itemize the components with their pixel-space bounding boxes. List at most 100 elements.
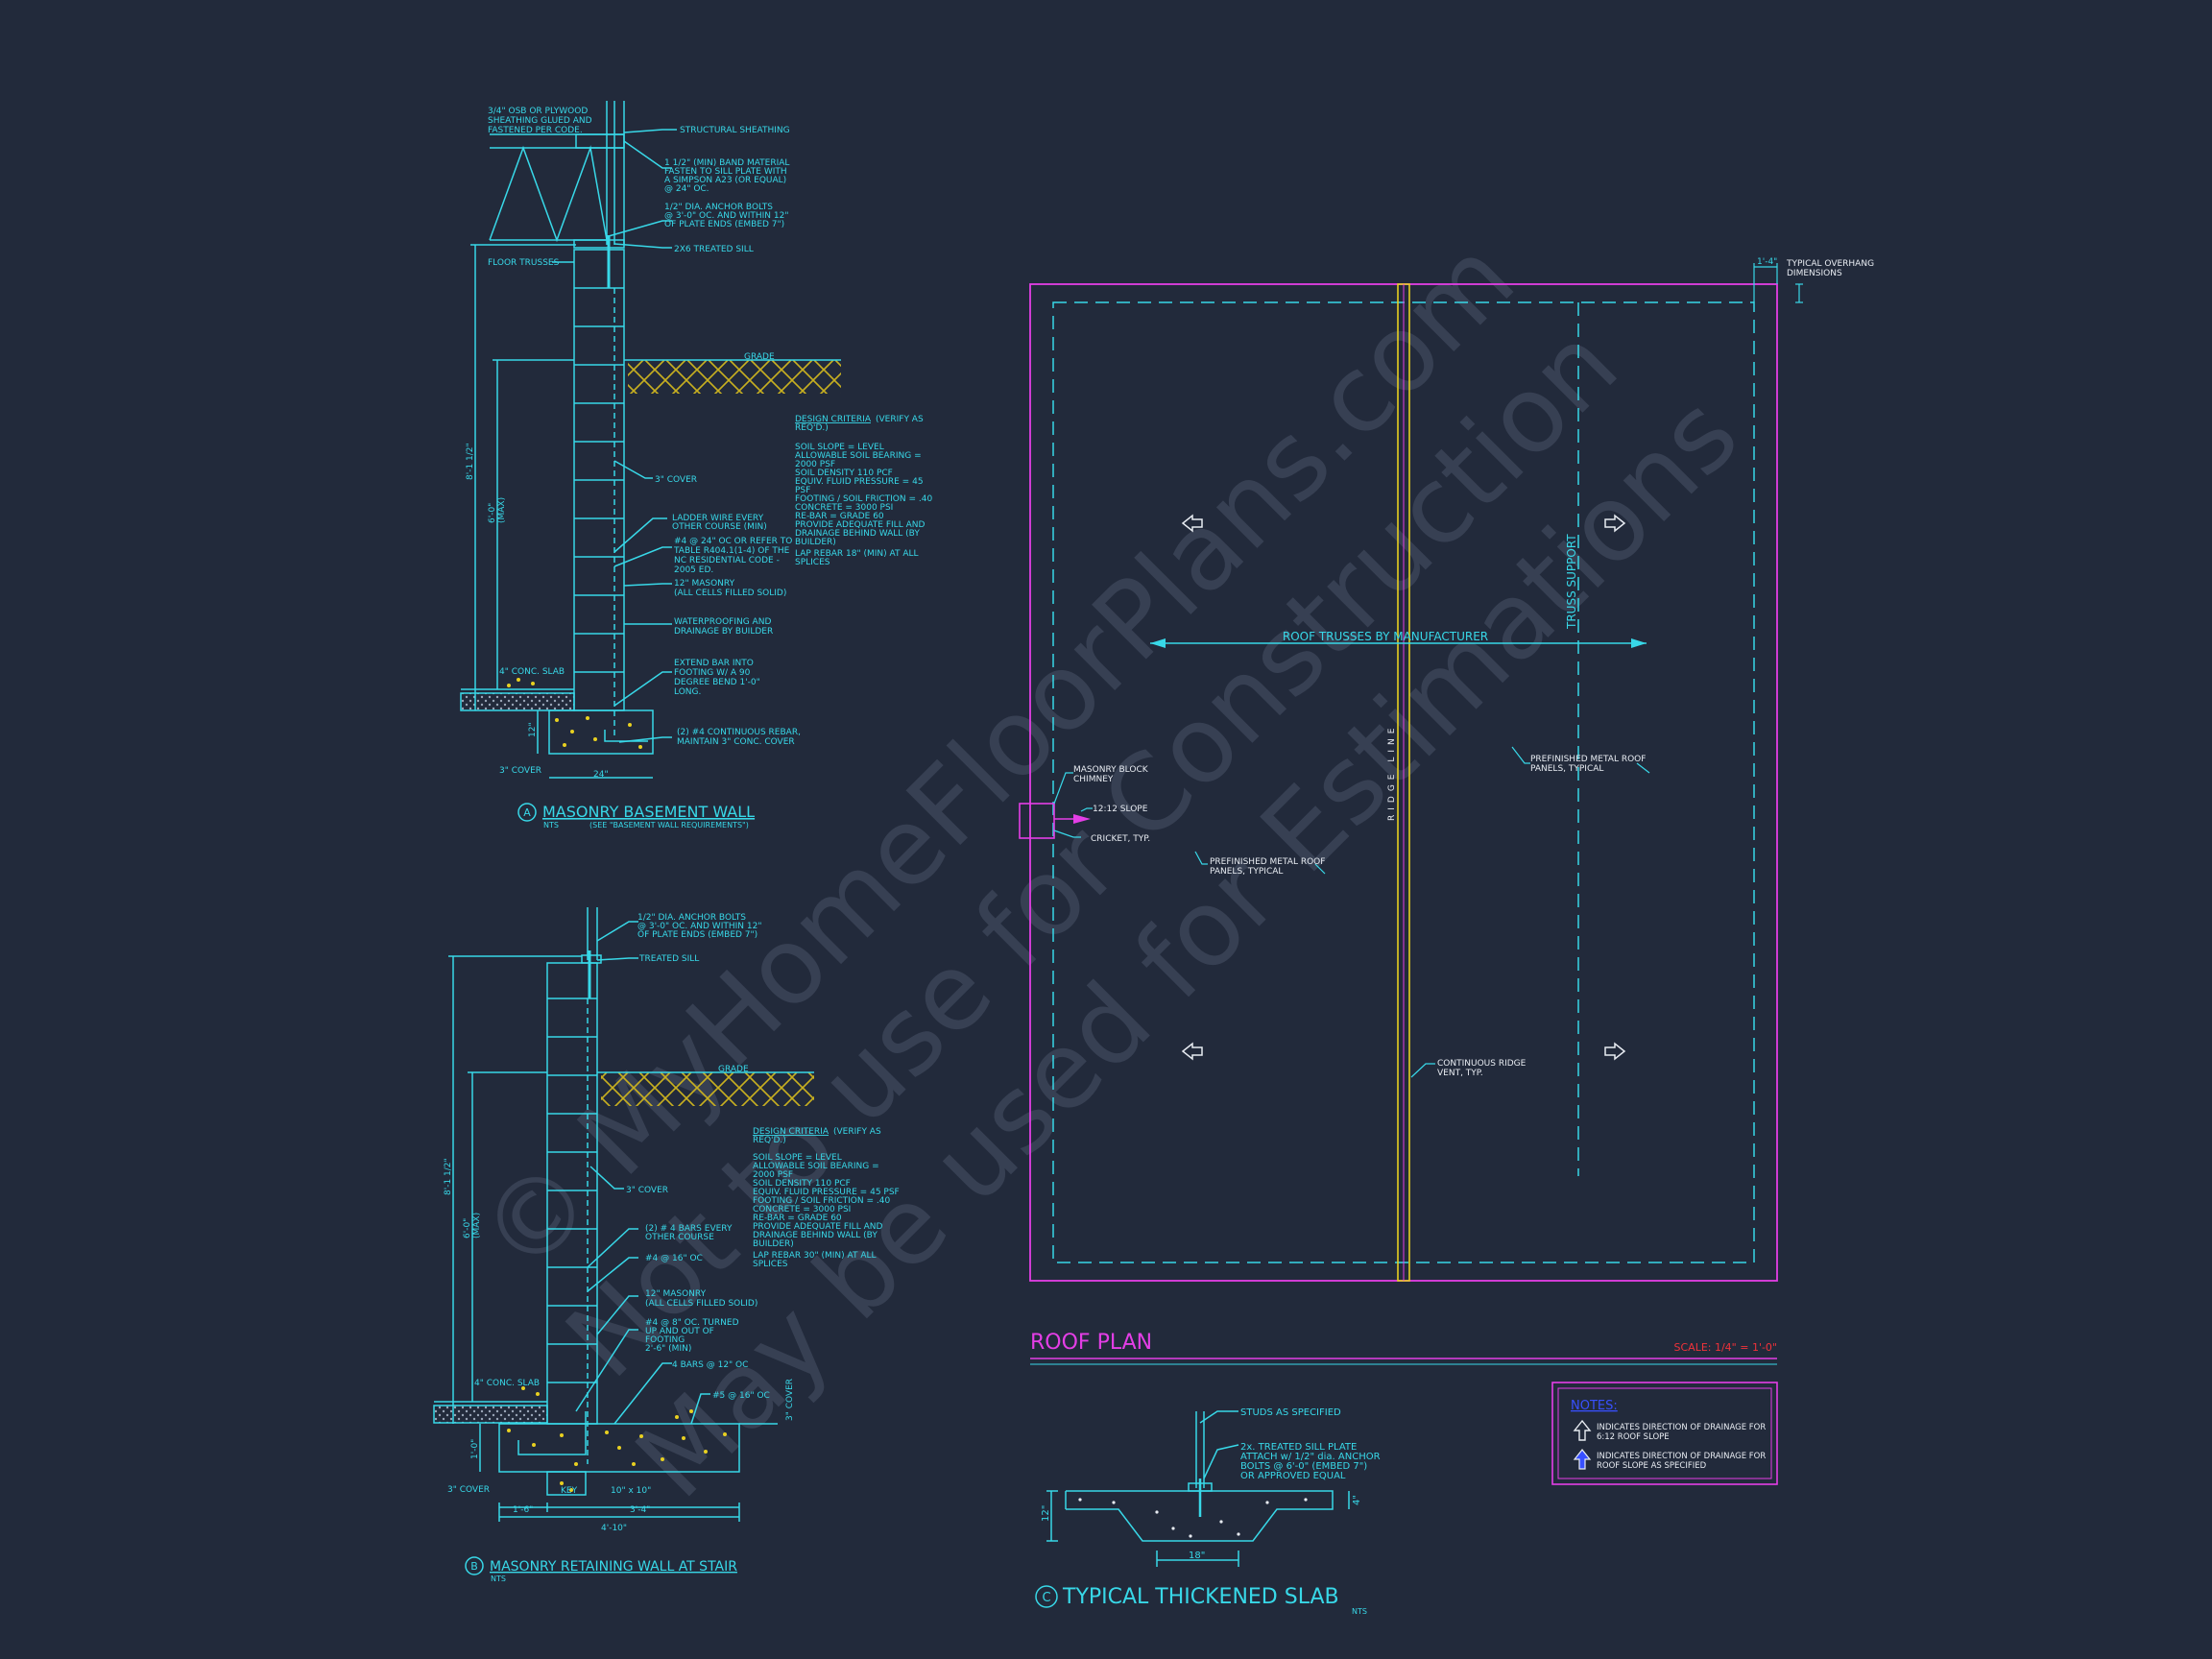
a-rebar-4: 2005 ED. [674,565,713,575]
b-dim-max-2: (MAX) [472,1213,482,1238]
detail-marker-a [517,803,537,822]
b-cover-bottom: 3" COVER [447,1485,490,1495]
a-criteria-3: SOIL DENSITY 110 PCF [795,469,893,478]
b-criteria-4: EQUIV. FLUID PRESSURE = 45 PSF [753,1188,900,1197]
a-bolt-1: 1/2" DIA. ANCHOR BOLTS [664,203,773,212]
b-bars-2: OTHER COURSE [645,1233,714,1242]
b-bolt-1: 1/2" DIA. ANCHOR BOLTS [637,913,746,923]
roof-plan-scale: SCALE: 1/4" = 1'-0" [1674,1341,1778,1354]
detail-marker-b [465,1556,484,1575]
a-grade: GRADE [744,352,775,362]
detail-c-title-block: C TYPICAL THICKENED SLAB NTS [1035,1585,1367,1616]
detail-b-scale: NTS [491,1575,506,1583]
a-wp-2: DRAINAGE BY BUILDER [674,627,773,637]
cricket-arrow-icon [1073,814,1091,824]
c-plate-3: BOLTS @ 6'-0" (EMBED 7") [1240,1461,1367,1472]
note-2-line-1: INDICATES DIRECTION OF DRAINAGE FOR [1597,1452,1766,1461]
b-dim-right: 3'-4" [630,1505,650,1515]
a-cover-bottom: 3" COVER [499,766,541,776]
a-criteria-4: EQUIV. FLUID PRESSURE = 45 [795,477,924,487]
arrow-right-icon [1631,638,1647,648]
detail-b-text: 1/2" DIA. ANCHOR BOLTS @ 3'-0" OC. AND W… [444,913,795,1533]
a-criteria-1: ALLOWABLE SOIL BEARING = [795,451,922,461]
c-plate-2: ATTACH w/ 1/2" dia. ANCHOR [1240,1452,1381,1462]
b-criteria-0: SOIL SLOPE = LEVEL [753,1153,842,1163]
a-trusses: FLOOR TRUSSES [488,258,560,268]
a-cover: 3" COVER [655,475,697,485]
a-dim-max-1: 6'-0" [488,503,497,523]
b-rebar-16: #4 @ 16" OC [645,1254,703,1263]
chimney [1019,803,1055,839]
a-note-1: 3/4" OSB OR PLYWOOD [488,107,588,116]
b-turned-3: FOOTING [645,1335,685,1345]
detail-a-scale: NTS [543,821,559,830]
a-criteria-10: DRAINAGE BEHIND WALL (BY [795,529,920,539]
b-criteria-7: RE-BAR = GRADE 60 [753,1214,842,1223]
a-cont-2: MAINTAIN 3" CONC. COVER [677,737,795,747]
footing-aggregate-a [507,678,642,749]
a-wp-1: WATERPROOFING AND [674,617,771,627]
overhang-dim: 1'-4" [1757,257,1777,267]
b-dim-max-1: 6'-0" [463,1218,472,1238]
footing-aggregate-b [507,1386,727,1492]
b-dim-left: 1'-6" [513,1505,533,1515]
panels-right-1: PREFINISHED METAL ROOF [1530,755,1646,764]
a-criteria-title: DESIGN CRITERIA [795,415,872,424]
a-rebar-3: NC RESIDENTIAL CODE - [674,556,780,565]
a-rebar-2: TABLE R404.1(1-4) OF THE [673,546,790,556]
b-bars-1: (2) # 4 BARS EVERY [645,1224,733,1234]
b-cover-side: 3" COVER [785,1379,795,1421]
c-dim-slab: 4" [1352,1495,1362,1505]
a-criteria-7: CONCRETE = 3000 PSI [795,503,893,513]
c-studs: STUDS AS SPECIFIED [1240,1407,1341,1418]
roof-trusses-label: ROOF TRUSSES BY MANUFACTURER [1283,630,1488,643]
open-arrow-icon [1573,1419,1592,1441]
a-criteria-5: PSF [795,486,810,495]
b-criteria-1: ALLOWABLE SOIL BEARING = [753,1162,879,1171]
notes-title: NOTES: [1571,1399,1618,1413]
b-turned-4: 2'-6" (MIN) [645,1344,691,1354]
detail-b-criteria: DESIGN CRITERIA (VERIFY AS REQ'D.) SOIL … [753,1127,900,1269]
detail-c-title: TYPICAL THICKENED SLAB [1062,1585,1339,1609]
detail-c-thickened-slab [1046,1410,1350,1567]
b-dim-height: 8'-1 1/2" [444,1158,453,1195]
detail-a-subtitle: (SEE "BASEMENT WALL REQUIREMENTS") [589,821,749,830]
a-band-3: A SIMPSON A23 (OR EQUAL) [664,176,786,185]
ridge-vent-2: VENT, TYP. [1437,1069,1483,1078]
chimney-label-1: MASONRY BLOCK [1073,765,1149,775]
a-note-2: SHEATHING GLUED AND [488,116,592,126]
b-criteria-12: SPLICES [753,1260,788,1269]
c-dim-depth: 12" [1041,1505,1051,1522]
overhang-label-1: TYPICAL OVERHANG [1786,259,1874,269]
note-2-line-2: ROOF SLOPE AS SPECIFIED [1597,1461,1707,1471]
b-criteria-suffix: (VERIFY AS [833,1127,881,1137]
b-turned-2: UP AND OUT OF [645,1327,714,1336]
a-ladder-1: LADDER WIRE EVERY [672,514,764,523]
roof-plan-title-block: ROOF PLAN SCALE: 1/4" = 1'-0" [1030,1331,1778,1365]
detail-a-text: 3/4" OSB OR PLYWOOD SHEATHING GLUED AND … [466,107,801,780]
slope-label: 12:12 SLOPE [1093,805,1148,814]
detail-a-basement-wall [460,101,841,779]
note-1-line-1: INDICATES DIRECTION OF DRAINAGE FOR [1597,1423,1766,1432]
b-cover: 3" COVER [626,1186,668,1195]
b-criteria-10: BUILDER) [753,1239,794,1249]
b-dim-key: KEY [561,1486,578,1496]
a-band-1: 1 1/2" (MIN) BAND MATERIAL [664,158,789,168]
filled-arrow-icon [1573,1449,1592,1470]
c-dim-width: 18" [1189,1551,1205,1561]
b-bolt-2: @ 3'-0" OC. AND WITHIN 12" [637,922,761,931]
detail-b-retaining-wall [433,907,814,1522]
b-masonry-2: (ALL CELLS FILLED SOLID) [645,1299,757,1309]
b-sill: TREATED SILL [638,954,699,964]
detail-b-title: MASONRY RETAINING WALL AT STAIR [490,1559,737,1575]
a-criteria-6: FOOTING / SOIL FRICTION = .40 [795,494,932,504]
a-sheathing: STRUCTURAL SHEATHING [680,126,790,135]
detail-marker-c [1035,1585,1058,1608]
a-ext-1: EXTEND BAR INTO [674,659,754,668]
b-bars-4: 4 BARS @ 12" OC [672,1360,748,1370]
notes-box: NOTES: INDICATES DIRECTION OF DRAINAGE F… [1551,1382,1778,1485]
a-note-3: FASTENED PER CODE. [488,126,583,135]
detail-c-scale: NTS [1352,1607,1367,1616]
detail-marker-b-letter: B [470,1560,478,1573]
